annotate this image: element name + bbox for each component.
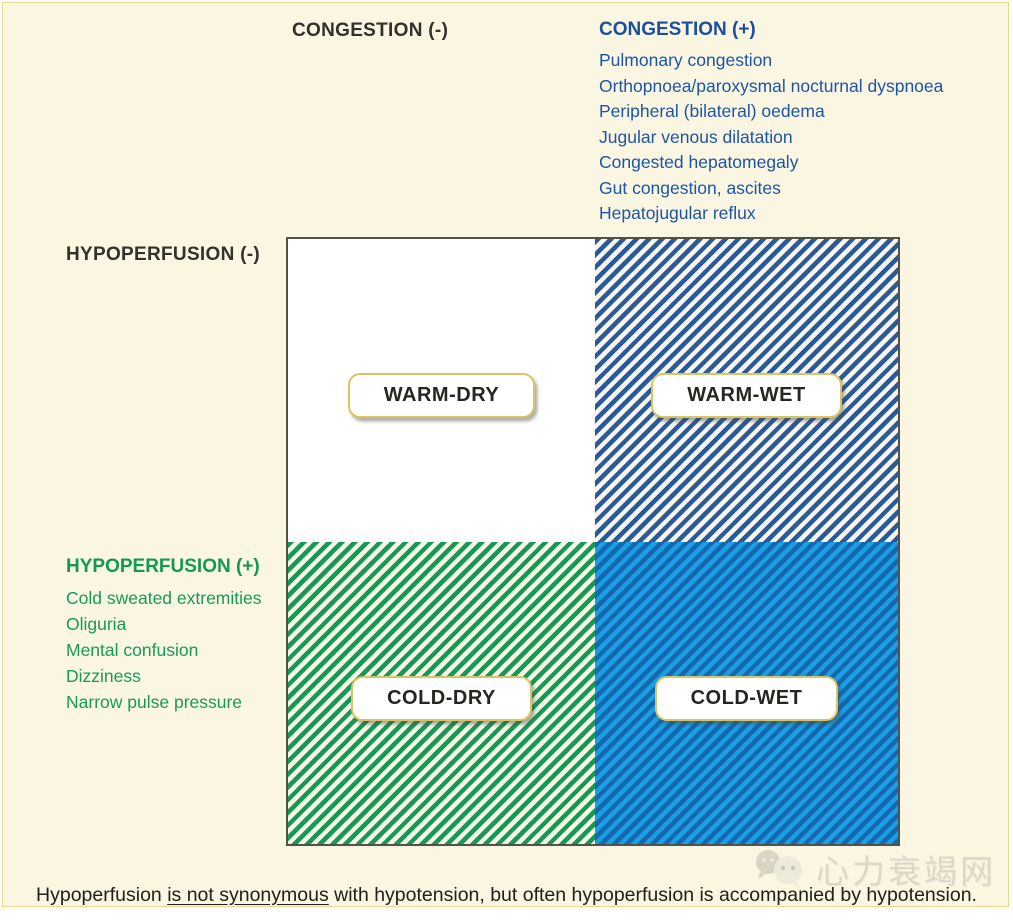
hypoperfusion-symptom: Oliguria [66,614,127,634]
hypoperfusion-negative-label: HYPOPERFUSION (-) [66,244,261,265]
congestion-symptom: Jugular venous dilatation [599,126,793,147]
cold-dry-label: COLD-DRY [351,675,532,721]
congestion-symptom: Congested hepatomegaly [599,152,799,172]
congestion-symptom: Orthopnoea/paroxysmal nocturnal dyspnoea [599,75,944,96]
quadrant-cold-wet: COLD-WET [595,542,898,844]
congestion-positive-title: CONGESTION (+) [599,19,756,40]
congestion-positive-block: CONGESTION (+) Pulmonary congestion Orth… [599,19,943,227]
quadrant-warm-dry: WARM-DRY [288,239,595,542]
cold-wet-label: COLD-WET [654,675,839,721]
hypoperfusion-symptom: Mental confusion [66,640,199,660]
clinical-profile-quadrant-grid: WARM-DRY WARM-WET COLD-DRY COLD-WET [286,237,900,846]
congestion-symptom: Pulmonary congestion [599,50,773,70]
footnote: Hypoperfusion is not synonymous with hyp… [0,884,1013,907]
hypoperfusion-symptom: Cold sweated extremities [66,588,262,608]
footnote-part1: Hypoperfusion [36,884,168,906]
quadrant-warm-wet: WARM-WET [595,239,898,542]
warm-wet-label: WARM-WET [651,373,842,418]
footnote-underlined: is not synonymous [167,884,329,906]
hypoperfusion-symptom: Dizziness [66,666,141,686]
footnote-part2: with hypotension, but often hypoperfusio… [328,884,977,906]
congestion-symptom: Gut congestion, ascites [599,177,781,198]
hypoperfusion-positive-block: HYPOPERFUSION (+) Cold sweated extremiti… [66,556,262,715]
watermark: 心力衰竭网 [748,845,996,893]
congestion-symptom: Peripheral (bilateral) oedema [599,101,825,121]
quadrant-cold-dry: COLD-DRY [288,542,595,844]
warm-dry-label: WARM-DRY [347,373,536,418]
chat-bubbles-logo-icon [756,850,802,888]
hypoperfusion-symptom: Narrow pulse pressure [66,692,243,712]
congestion-symptom: Hepatojugular reflux [599,203,756,223]
congestion-negative-label: CONGESTION (-) [292,20,449,41]
watermark-text: 心力衰竭网 [816,853,996,890]
hypoperfusion-positive-title: HYPOPERFUSION (+) [66,556,260,577]
